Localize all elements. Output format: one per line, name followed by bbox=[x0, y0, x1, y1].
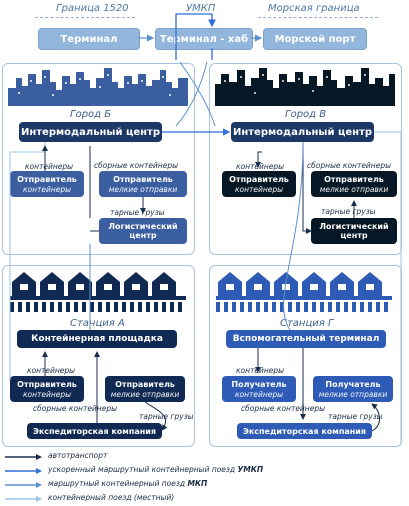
legend-mkp-line bbox=[5, 482, 42, 488]
city-b-consolidated-label: сборные контейнеры bbox=[94, 161, 179, 170]
station-a-containers-label: контейнеры bbox=[27, 366, 76, 375]
logistics-label: Логистический центр bbox=[319, 222, 389, 240]
station-g-consolidated-label: сборные контейнеры bbox=[241, 404, 326, 413]
forwarder-label: Экспедиторская компания bbox=[242, 426, 367, 436]
city-b-sender-small[interactable]: Отправитель мелкие отправки bbox=[99, 171, 187, 197]
city-b-title: Город Б bbox=[70, 109, 112, 120]
city-b-center-label: Интермодальный центр bbox=[20, 126, 161, 138]
city-v-intermodal-center[interactable]: Интермодальный центр bbox=[231, 122, 374, 142]
border-1520-label: Граница 1520 bbox=[56, 3, 129, 14]
sender-sub: мелкие отправки bbox=[108, 184, 178, 194]
seaport-label: Морской порт bbox=[274, 33, 356, 45]
station-g-receiver-containers[interactable]: Получатель контейнеры bbox=[222, 376, 296, 402]
city-b-sender-containers[interactable]: Отправитель контейнеры bbox=[10, 171, 84, 197]
city-b-containers-label: контейнеры bbox=[25, 162, 74, 171]
station-a-cargo-label: тарные грузы bbox=[139, 412, 194, 421]
legend-auto-text: автотранспорт bbox=[48, 451, 108, 460]
city-v-center-label: Интермодальный центр bbox=[232, 126, 373, 138]
legend-mkp-text: маршрутный контейнерный поезд МКП bbox=[48, 479, 207, 488]
legend-umkp-line bbox=[5, 468, 42, 474]
umkp-label: УМКП bbox=[186, 3, 216, 14]
forwarder-label: Экспедиторская компания bbox=[32, 426, 157, 436]
sender-title: Отправитель bbox=[17, 174, 77, 184]
station-g-title: Станция Г bbox=[280, 318, 334, 329]
route-arrows bbox=[9, 13, 402, 445]
city-v-sender-containers[interactable]: Отправитель контейнеры bbox=[222, 171, 296, 197]
terminal-box[interactable]: Терминал bbox=[38, 28, 140, 50]
receiver-sub: мелкие отправки bbox=[318, 389, 388, 399]
sea-border-line bbox=[258, 17, 378, 18]
terminal-label: Терминал bbox=[60, 33, 118, 45]
legend-local-line bbox=[5, 496, 42, 502]
sender-sub: контейнеры bbox=[22, 389, 72, 399]
sender-sub: мелкие отправки bbox=[110, 389, 180, 399]
city-b-logistics-center[interactable]: Логистический центр bbox=[99, 218, 187, 244]
sender-sub: контейнеры bbox=[22, 184, 72, 194]
sender-title: Отправитель bbox=[17, 379, 77, 389]
city-v-title: Город В bbox=[285, 109, 327, 120]
platform-label: Контейнерная площадка bbox=[31, 334, 163, 344]
sender-title: Отправитель bbox=[115, 379, 175, 389]
hub-terminal-label: Терминал - хаб bbox=[159, 33, 249, 45]
sender-title: Отправитель bbox=[229, 174, 289, 184]
hub-terminal-box[interactable]: Терминал - хаб bbox=[155, 28, 253, 50]
city-b-skyline bbox=[8, 68, 188, 106]
city-v-consolidated-label: сборные контейнеры bbox=[307, 161, 392, 170]
aux-terminal-label: Вспомогательный терминал bbox=[232, 334, 380, 344]
station-a-sender-containers[interactable]: Отправитель контейнеры bbox=[10, 376, 84, 402]
station-g-forwarder[interactable]: Экспедиторская компания bbox=[237, 423, 372, 439]
station-a-sender-small[interactable]: Отправитель мелкие отправки bbox=[105, 376, 185, 402]
receiver-title: Получатель bbox=[231, 379, 287, 389]
station-a-building bbox=[10, 272, 186, 312]
city-v-skyline bbox=[215, 68, 395, 106]
umkp-route bbox=[175, 13, 216, 60]
border-1520-line bbox=[35, 17, 135, 18]
city-v-logistics-center[interactable]: Логистический центр bbox=[311, 218, 397, 244]
legend-auto-line bbox=[5, 454, 42, 460]
city-v-cargo-label: тарные грузы bbox=[321, 207, 376, 216]
city-b-intermodal-center[interactable]: Интермодальный центр bbox=[19, 122, 162, 142]
legend-umkp-pre: ускоренный маршрутный контейнерный поезд bbox=[48, 465, 238, 474]
sender-title: Отправитель bbox=[113, 174, 173, 184]
logistics-label: Логистический центр bbox=[108, 222, 178, 240]
city-b-cargo-label: тарные грузы bbox=[110, 208, 165, 217]
receiver-sub: контейнеры bbox=[234, 389, 284, 399]
legend-umkp-bold: УМКП bbox=[237, 465, 264, 474]
station-a-forwarder[interactable]: Экспедиторская компания bbox=[27, 423, 162, 439]
station-g-aux-terminal[interactable]: Вспомогательный терминал bbox=[226, 330, 386, 348]
station-g-receiver-small[interactable]: Получатель мелкие отправки bbox=[313, 376, 393, 402]
city-v-sender-small[interactable]: Отправитель мелкие отправки bbox=[311, 171, 397, 197]
seaport-box[interactable]: Морской порт bbox=[263, 28, 367, 50]
legend-umkp-text: ускоренный маршрутный контейнерный поезд… bbox=[48, 465, 263, 474]
station-a-title: Станция А bbox=[70, 318, 125, 329]
station-a-container-platform[interactable]: Контейнерная площадка bbox=[17, 330, 177, 348]
station-a-consolidated-label: сборные контейнеры bbox=[33, 404, 118, 413]
sender-sub: мелкие отправки bbox=[319, 184, 389, 194]
legend-mkp-bold: МКП bbox=[187, 479, 208, 488]
receiver-title: Получатель bbox=[325, 379, 381, 389]
legend-mkp-pre: маршрутный контейнерный поезд bbox=[48, 479, 188, 488]
legend-local-text: контейнерный поезд (местный) bbox=[48, 493, 175, 502]
station-g-cargo-label: тарные грузы bbox=[328, 412, 383, 421]
sea-border-label: Морская граница bbox=[268, 3, 360, 14]
sender-title: Отправитель bbox=[324, 174, 384, 184]
sender-sub: контейнеры bbox=[234, 184, 284, 194]
